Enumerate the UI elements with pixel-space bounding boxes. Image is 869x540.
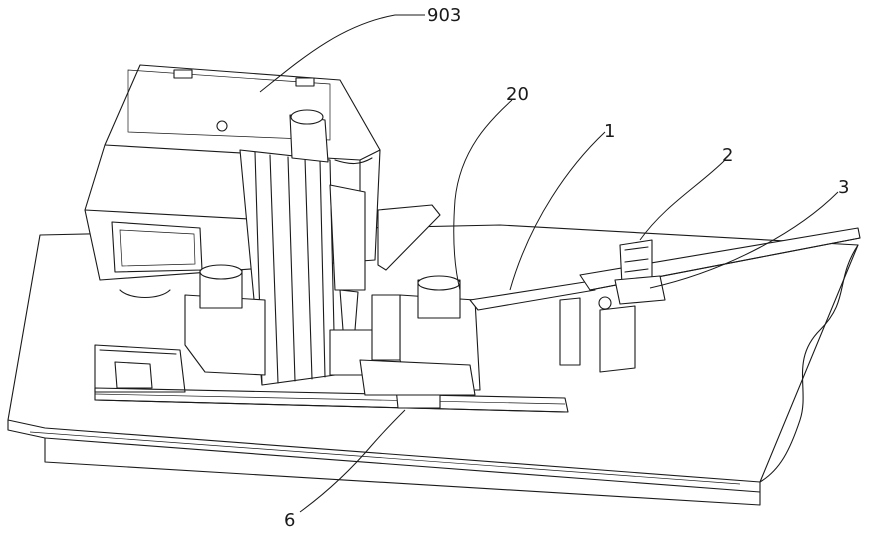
callout-1: 1: [604, 121, 615, 142]
callout-6: 6: [284, 510, 295, 531]
callout-2: 2: [722, 145, 733, 166]
leader-2: [640, 160, 725, 240]
callout-3: 3: [838, 177, 849, 198]
callout-20: 20: [506, 84, 529, 105]
callout-903: 903: [427, 5, 461, 26]
